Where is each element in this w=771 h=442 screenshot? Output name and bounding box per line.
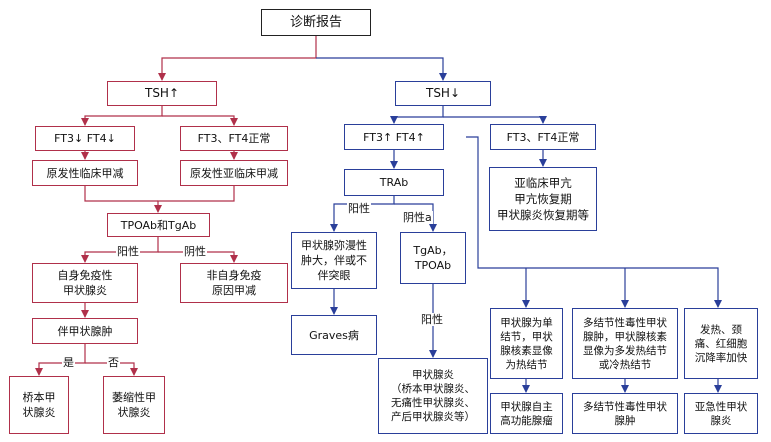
arrow-to-ft-normal-left <box>162 115 238 126</box>
diagnosis-report-box: 诊断报告 <box>261 9 371 36</box>
multi-nodule-box: 多结节性毒性甲状 腺肿，甲状腺核素 显像为多发热结节 或冷热结节 <box>572 308 678 379</box>
root-to-tsh-down-arrow <box>316 57 447 81</box>
arrow-to-fever <box>466 136 722 308</box>
goiter-box: 伴甲状腺肿 <box>32 318 138 344</box>
thyroiditis-box: 甲状腺炎 （桥本甲状腺炎、 无痛性甲状腺炎、 产后甲状腺炎等） <box>378 358 488 434</box>
primary-clinical-box: 原发性临床甲减 <box>32 160 138 186</box>
right-positive-label: 阳性 <box>347 202 371 215</box>
left-positive-label: 阳性 <box>116 245 140 258</box>
autoimmune-box: 自身免疫性 甲状腺炎 <box>32 263 138 303</box>
subclinical-box: 亚临床甲亢 甲亢恢复期 甲状腺炎恢复期等 <box>489 167 597 231</box>
left-negative-label: 阴性 <box>183 245 207 258</box>
fever-box: 发热、颈 痛、红细胞 沉降率加快 <box>684 308 758 379</box>
hashimoto-box: 桥本甲 状腺炎 <box>9 376 69 434</box>
diffuse-box: 甲状腺弥漫性 肿大，伴或不 伴突眼 <box>291 232 377 289</box>
trab-box: TRAb <box>344 169 444 196</box>
ft-normal-left-box: FT3、FT4正常 <box>180 126 288 151</box>
arrow-to-ft-normal-right <box>443 116 547 124</box>
ft-normal-right-box: FT3、FT4正常 <box>490 124 596 150</box>
connector-clinical-antibodies <box>84 186 158 202</box>
yes-label: 是 <box>62 356 75 369</box>
adenoma-box: 甲状腺自主 高功能腺瘤 <box>490 393 563 434</box>
no-label: 否 <box>107 356 120 369</box>
ft-down-box: FT3↓ FT4↓ <box>35 126 135 151</box>
root-to-tsh-up-arrow <box>158 36 317 81</box>
single-nodule-box: 甲状腺为单 结节，甲状 腺核素显像 为热结节 <box>490 308 563 379</box>
antibodies-box: TPOAb和TgAb <box>107 213 210 237</box>
arrow-to-ft-up <box>390 106 444 124</box>
tsh-up-box: TSH↑ <box>107 81 217 106</box>
right-positive-label-2: 阳性 <box>420 313 444 326</box>
arrow-to-antibodies <box>154 186 235 213</box>
right-negative-label: 阴性a <box>402 211 433 224</box>
tgab-box: TgAb， TPOAb <box>400 232 466 284</box>
primary-subclinical-box: 原发性亚临床甲减 <box>180 160 288 186</box>
arrow-to-ft-down <box>81 106 163 126</box>
subacute-box: 亚急性甲状 腺炎 <box>684 393 758 434</box>
tsh-down-box: TSH↓ <box>395 81 491 106</box>
arrow-to-atrophic <box>85 362 138 376</box>
graves-box: Graves病 <box>291 315 377 355</box>
atrophic-box: 萎缩性甲 状腺炎 <box>103 376 165 434</box>
multi-goiter-box: 多结节性毒性甲状 腺肿 <box>572 393 678 434</box>
ft-up-box: FT3↑ FT4↑ <box>344 124 444 150</box>
arrow-to-tgab <box>394 203 437 232</box>
non-autoimmune-box: 非自身免疫 原因甲减 <box>180 263 288 303</box>
